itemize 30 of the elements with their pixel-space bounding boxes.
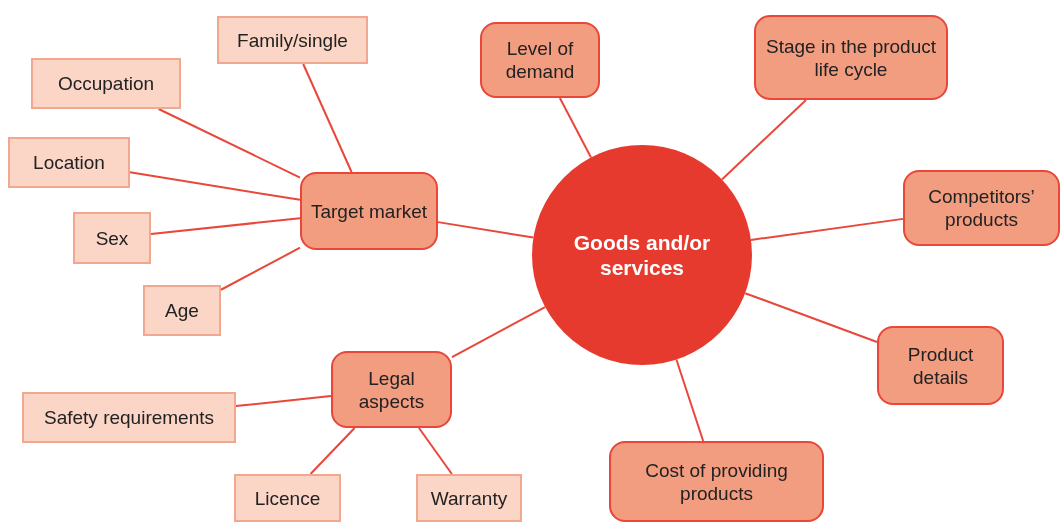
connector-line (675, 358, 705, 442)
topic-box: Stage in the product life cycle (754, 15, 948, 100)
connector-line (437, 221, 535, 239)
subtopic-box: Age (143, 285, 221, 336)
connector-line (235, 394, 332, 408)
subtopic-box: Sex (73, 212, 151, 264)
connector-line (302, 63, 353, 173)
connector-line (558, 97, 592, 159)
connector-line (749, 217, 904, 241)
connector-line (720, 99, 808, 181)
connector-line (418, 427, 453, 475)
connector-line (309, 427, 356, 475)
connector-line (129, 171, 301, 201)
connector-line (150, 217, 301, 235)
subtopic-box: Location (8, 137, 130, 188)
connector-line (744, 292, 878, 343)
subtopic-box: Licence (234, 474, 341, 522)
topic-box: Cost of providing products (609, 441, 824, 522)
topic-box: Target market (300, 172, 438, 250)
topic-box: Level of demand (480, 22, 600, 98)
topic-box: Product details (877, 326, 1004, 405)
connector-line (220, 246, 301, 291)
topic-box: Legal aspects (331, 351, 452, 428)
subtopic-box: Family/single (217, 16, 368, 64)
connector-line (451, 306, 547, 358)
subtopic-box: Safety requirements (22, 392, 236, 443)
subtopic-box: Warranty (416, 474, 522, 522)
topic-box: Competitors’ products (903, 170, 1060, 246)
subtopic-box: Occupation (31, 58, 181, 109)
connector-line (157, 108, 301, 179)
